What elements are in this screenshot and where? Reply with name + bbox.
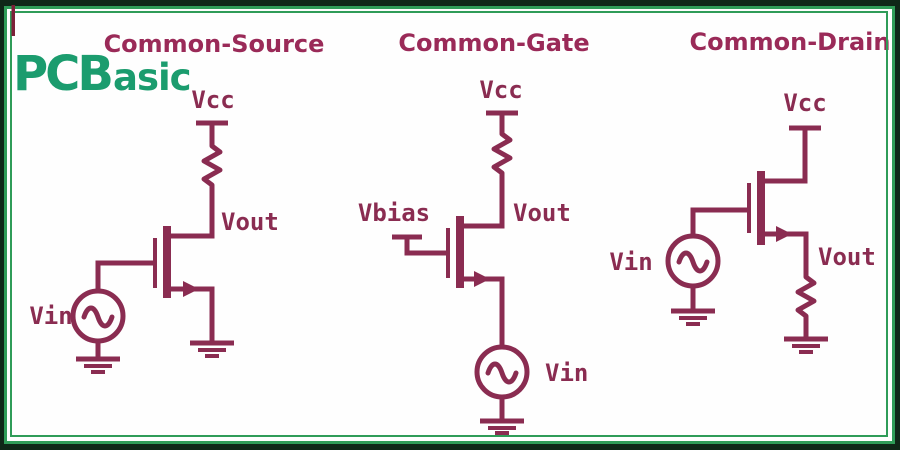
source-wire (171, 286, 215, 343)
drain-wire (764, 128, 808, 184)
source-wire (765, 231, 809, 277)
resistor-icon (491, 131, 513, 176)
channel-bar (456, 216, 464, 288)
frame-top (0, 0, 900, 7)
red-accent-line (11, 5, 15, 36)
vout-label: Vout (513, 199, 571, 227)
common-drain-circuit: Common-Drain Vcc Vin Vout (609, 28, 891, 354)
ground-icon (671, 308, 715, 326)
source-arrow-icon (183, 281, 199, 297)
gate-wire (404, 237, 449, 256)
vcc-label: Vcc (783, 89, 826, 117)
drain-wire (171, 185, 215, 239)
frame-right (894, 0, 900, 450)
common-gate-circuit: Common-Gate Vcc Vout Vbias Vin (358, 29, 590, 435)
vout-label: Vout (818, 243, 876, 271)
vbias-label: Vbias (358, 199, 430, 227)
mosfet-icon (747, 171, 809, 277)
ground-icon (76, 356, 120, 374)
ground-icon (480, 418, 524, 435)
frame-bottom (0, 444, 900, 450)
gate-wire (690, 207, 750, 236)
ac-source-icon (474, 344, 530, 400)
mosfet-icon (446, 216, 505, 348)
ac-source-icon (70, 288, 126, 344)
source-arrow-icon (776, 226, 792, 242)
vcc-label: Vcc (191, 86, 234, 114)
vin-label: Vin (609, 248, 652, 276)
sine-icon (485, 361, 519, 385)
resistor-icon (201, 143, 223, 188)
circuit-title: Common-Drain (690, 28, 891, 56)
frame-left (0, 0, 5, 450)
sine-icon (81, 305, 115, 329)
pcbasic-logo: PCB asic (13, 46, 192, 102)
outer-green-line (4, 6, 895, 444)
channel-bar (757, 171, 765, 245)
sine-icon (676, 250, 710, 274)
channel-bar (163, 226, 171, 298)
vin-label: Vin (29, 302, 72, 330)
ac-source-icon (665, 233, 721, 289)
vcc-label: Vcc (479, 76, 522, 104)
circuit-title: Common-Source (104, 30, 325, 58)
circuit-title: Common-Gate (398, 29, 589, 57)
source-wire (464, 276, 505, 348)
ground-icon (784, 336, 828, 354)
ground-icon (190, 340, 234, 358)
source-arrow-icon (474, 271, 490, 287)
resistor-icon (795, 274, 817, 319)
logo-text-sub: asic (113, 56, 191, 99)
drain-wire (463, 173, 505, 229)
logo-text-main: PCB (13, 46, 111, 102)
mosfet-icon (153, 226, 215, 343)
gate-wire (95, 260, 156, 291)
common-source-circuit: Common-Source Vcc Vout Vin (29, 30, 325, 374)
vout-label: Vout (221, 208, 279, 236)
vin-label: Vin (545, 359, 588, 387)
inner-green-line (10, 11, 888, 437)
